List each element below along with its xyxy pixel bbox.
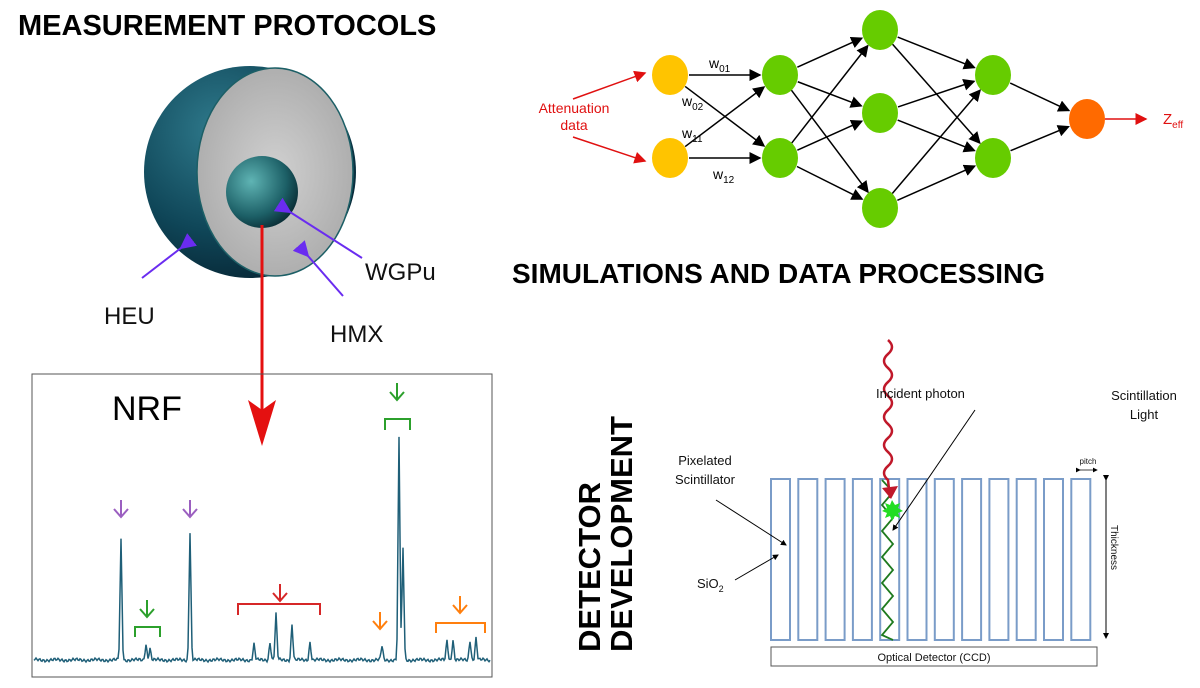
scintillator-pixel (770, 478, 791, 641)
network-edge (1010, 125, 1070, 152)
weight-w12: w12 (712, 166, 735, 186)
output-node (1069, 99, 1105, 139)
network-edge (790, 89, 869, 194)
orange-bracket (435, 596, 486, 633)
network-edge (1009, 82, 1071, 112)
scintillator-pixel (1043, 478, 1064, 641)
weight-w01: w01 (708, 55, 731, 75)
hidden-node (975, 55, 1011, 95)
wgpu-pointer-arrow (273, 197, 363, 259)
label-wgpu: WGPu (365, 259, 436, 286)
heading-simulations: SIMULATIONS AND DATA PROCESSING (512, 258, 1045, 289)
pixelated-scintillator-array (770, 478, 1092, 641)
input-node (652, 55, 688, 95)
scintillator-pixel (988, 478, 1010, 641)
peak-markers (113, 383, 486, 637)
pixelated-label-1: Pixelated (678, 453, 731, 468)
scintillator-pixel (1015, 478, 1037, 641)
label-heu: HEU (104, 303, 155, 330)
scintillation-flash-icon (882, 500, 903, 521)
layered-sphere (144, 66, 356, 278)
pixelated-label-2: Scintillator (675, 472, 736, 487)
hidden-node (762, 55, 798, 95)
scintillation-light-label-1: Scintillation (1111, 388, 1177, 403)
spectrum-panel (31, 373, 493, 678)
red-beam-arrowhead (248, 400, 276, 446)
network-edge (797, 37, 864, 68)
network-edge (897, 36, 976, 70)
heading-development: DEVELOPMENT (604, 416, 639, 652)
scintillator-pixel (906, 478, 928, 641)
label-hmx: HMX (330, 321, 383, 348)
input-arrow-2 (572, 136, 647, 164)
network-nodes (652, 10, 1105, 228)
green-bracket-1 (134, 600, 161, 637)
hidden-node (762, 138, 798, 178)
network-edge (891, 89, 982, 195)
spectrum-trace (33, 436, 491, 664)
network-edge (796, 165, 864, 200)
scintillator-pixel (851, 478, 873, 641)
weight-w11: w11 (681, 125, 703, 145)
heu-pointer-arrow (141, 233, 197, 279)
scintillator-pixel (824, 478, 846, 641)
network-edge (897, 164, 977, 201)
network-edge (791, 44, 869, 144)
network-edge (897, 119, 976, 153)
scintillator-pixel (879, 478, 901, 641)
orange-arrow (372, 612, 388, 631)
scintillation-pointer (892, 409, 976, 531)
heading-measurement-protocols: MEASUREMENT PROTOCOLS (18, 10, 436, 42)
weight-w02: w02 (681, 93, 704, 113)
purple-arrow-2 (182, 500, 198, 519)
scintillator-pixel (961, 478, 983, 641)
scintillation-light-label-2: Light (1130, 407, 1159, 422)
incident-photon-wave (882, 339, 894, 499)
network-edge (684, 86, 766, 148)
hmx-pointer-arrow (292, 240, 344, 297)
network-edges (684, 36, 1071, 201)
scintillator-pixel (933, 478, 955, 641)
sio2-pointer (734, 554, 779, 581)
scintillator-pixel (1070, 478, 1092, 641)
heading-detector: DETECTOR (572, 482, 607, 652)
scintillator-pixel (797, 478, 819, 641)
pixelated-pointer (715, 499, 787, 546)
output-zeff: Zeff (1163, 111, 1183, 131)
light-zigzag (880, 479, 895, 641)
hidden-node (862, 188, 898, 228)
attenuation-label-1: Attenuation (539, 100, 610, 116)
input-arrow-1 (572, 70, 647, 100)
input-node (652, 138, 688, 178)
network-edge (897, 79, 976, 108)
photon-arrowhead (882, 486, 898, 499)
sio2-label: SiO2 (697, 576, 724, 594)
spectrum-title: NRF (112, 390, 182, 428)
pitch-label: pitch (1080, 457, 1097, 466)
incident-photon-label: Incident photon (876, 386, 965, 401)
attenuation-label-2: data (560, 117, 587, 133)
hidden-node (975, 138, 1011, 178)
thickness-label: Thickness (1108, 525, 1119, 570)
network-edge (797, 120, 864, 151)
green-bracket-2 (384, 383, 411, 430)
optical-detector-ccd (770, 646, 1098, 667)
hidden-node (862, 93, 898, 133)
purple-arrow-1 (113, 500, 129, 519)
ccd-label: Optical Detector (CCD) (877, 652, 990, 664)
hidden-node (862, 10, 898, 50)
red-bracket (237, 584, 321, 615)
